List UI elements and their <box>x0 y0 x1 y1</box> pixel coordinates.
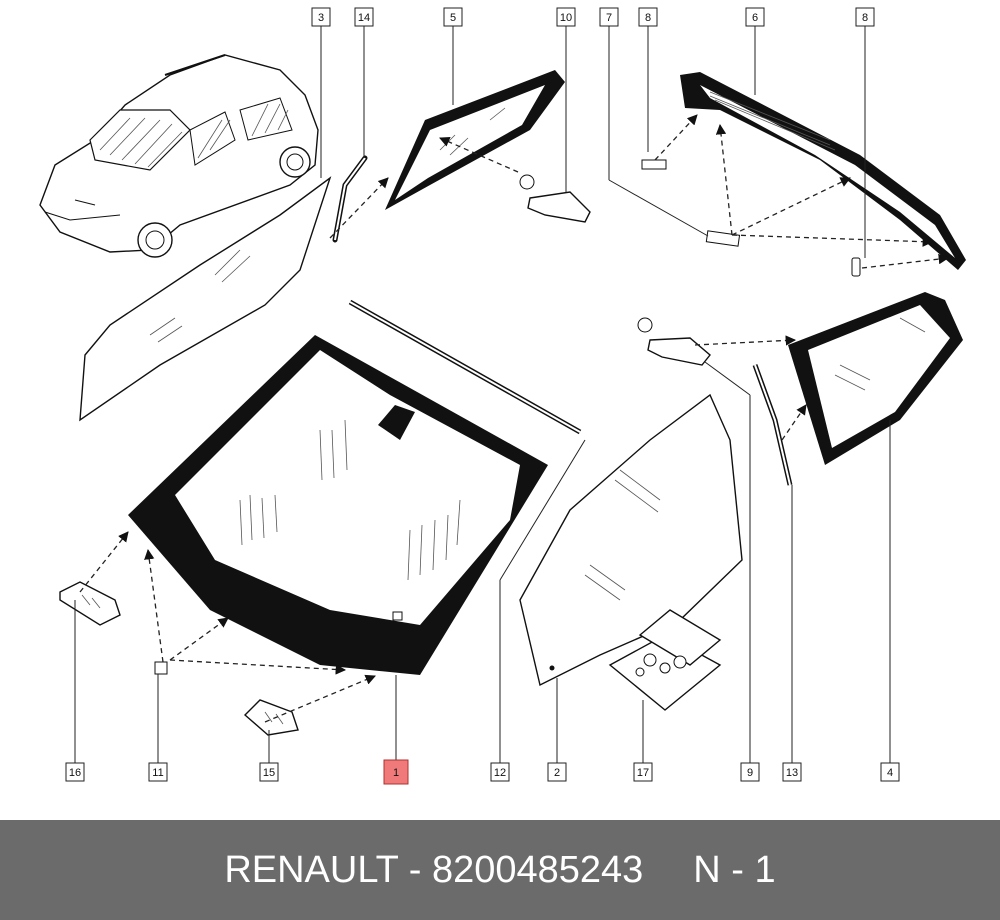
callout-8-right[interactable]: 8 <box>855 7 875 27</box>
callout-8-top[interactable]: 8 <box>638 7 658 27</box>
callout-16[interactable]: 16 <box>65 762 85 782</box>
part-info-footer: RENAULT - 8200485243 N - 1 <box>0 820 1000 920</box>
part-number-text: RENAULT - 8200485243 <box>224 848 644 891</box>
callout-label: 7 <box>606 12 612 24</box>
glass-part-2-door <box>519 393 743 687</box>
car-illustration <box>39 54 319 258</box>
callout-label: 4 <box>887 767 893 779</box>
callout-4[interactable]: 4 <box>880 762 900 782</box>
callout-6[interactable]: 6 <box>745 7 765 27</box>
callout-15[interactable]: 15 <box>259 762 279 782</box>
box-part-17 <box>608 609 722 711</box>
callout-label: 17 <box>637 767 649 779</box>
bracket-part-9 <box>637 317 711 366</box>
callout-3[interactable]: 3 <box>311 7 331 27</box>
callout-label: 3 <box>318 12 324 24</box>
callout-9[interactable]: 9 <box>740 762 760 782</box>
leader-lines <box>74 26 891 763</box>
callout-7[interactable]: 7 <box>599 7 619 27</box>
callout-1-highlighted[interactable]: 1 <box>383 759 409 785</box>
callout-label: 6 <box>752 12 758 24</box>
callout-label: 5 <box>450 12 456 24</box>
callout-label: 14 <box>358 12 370 24</box>
callout-label: 13 <box>786 767 798 779</box>
callout-label: 8 <box>645 12 651 24</box>
part-8-clip <box>851 257 861 277</box>
callout-label: 15 <box>263 767 275 779</box>
callout-label: 16 <box>69 767 81 779</box>
glass-part-14 <box>332 155 368 243</box>
part-11-block <box>154 661 168 675</box>
callout-5[interactable]: 5 <box>443 7 463 27</box>
glass-part-4 <box>788 292 963 465</box>
callout-14[interactable]: 14 <box>354 7 374 27</box>
callout-12[interactable]: 12 <box>490 762 510 782</box>
callout-label: 1 <box>393 767 399 779</box>
callout-label: 8 <box>862 12 868 24</box>
glass-part-3 <box>79 176 332 422</box>
callout-label: 11 <box>152 767 163 779</box>
clip-part-15 <box>243 699 299 736</box>
callout-11[interactable]: 11 <box>148 762 168 782</box>
callout-2[interactable]: 2 <box>547 762 567 782</box>
glass-part-1-windscreen <box>128 335 548 675</box>
clip-part-16 <box>59 581 121 626</box>
glass-part-6 <box>680 72 966 270</box>
dashed-arrows <box>79 114 950 723</box>
part-7-block <box>705 230 741 247</box>
callout-label: 9 <box>747 767 753 779</box>
part-8-block <box>641 159 667 170</box>
callout-10[interactable]: 10 <box>556 7 576 27</box>
callout-label: 2 <box>554 767 560 779</box>
callout-label: 10 <box>560 12 572 24</box>
callout-17[interactable]: 17 <box>633 762 653 782</box>
callout-label: 12 <box>494 767 506 779</box>
callout-13[interactable]: 13 <box>782 762 802 782</box>
glass-parts-diagram: 3 14 5 10 7 8 6 8 16 11 15 1 <box>39 7 966 785</box>
position-text: N - 1 <box>693 848 776 891</box>
glass-part-13-strip <box>752 364 793 486</box>
bracket-part-10 <box>519 174 591 223</box>
glass-part-5 <box>385 70 565 210</box>
